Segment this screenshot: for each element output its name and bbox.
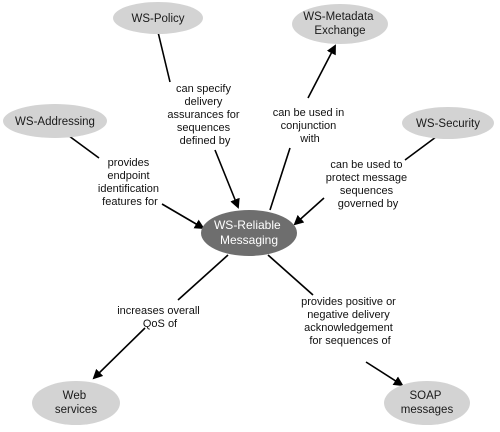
edge-security-line-upper [404, 133, 441, 161]
edge-label-policy: can specify delivery assurances for sequ… [167, 83, 242, 147]
node-ws-policy-label: WS-Policy [131, 13, 184, 25]
svg-text:SOAP messages: SOAP messages [401, 390, 454, 416]
edge-label-addressing: provides endpoint identification feature… [98, 157, 162, 208]
edge-soap-line-upper [267, 254, 314, 296]
edge-label-metadata-line3: with [299, 133, 320, 145]
edge-label-addressing-line1: provides [108, 157, 150, 169]
edge-label-policy-line1: can specify [176, 83, 232, 95]
edge-label-metadata: can be used in conjunction with [273, 107, 348, 145]
edge-label-soap-line1: provides positive or [301, 296, 396, 308]
edge-security-line-lower [293, 197, 325, 226]
edge-label-soap: provides positive or negative delivery a… [301, 296, 399, 347]
edge-label-policy-line3: assurances for [167, 109, 239, 121]
edge-label-addressing-line3: identification [98, 183, 159, 195]
node-ws-reliable-messaging-label-line2: Messaging [220, 233, 278, 247]
node-ws-addressing-label: WS-Addressing [15, 116, 95, 128]
node-web-services-label-line1: Web [63, 390, 86, 402]
edge-label-security-line1: can be used to [330, 159, 402, 171]
node-web-services: Web services [32, 381, 120, 425]
edge-lines [64, 31, 441, 387]
node-ws-metadata-exchange: WS-Metadata Exchange [292, 4, 388, 44]
node-web-services-label-line2: services [55, 404, 97, 416]
edge-label-web-services-line2: QoS of [143, 318, 178, 330]
edge-label-metadata-line2: conjunction [281, 120, 337, 132]
node-ws-reliable-messaging-shape [201, 210, 297, 256]
node-ws-reliable-messaging: WS-Reliable Messaging [201, 210, 297, 256]
edge-policy-line-upper [157, 31, 171, 83]
node-ws-security-shape [402, 107, 494, 139]
node-ws-security: WS-Security [402, 107, 494, 139]
edge-label-security-line2: protect message [326, 172, 407, 184]
node-ws-policy-shape [113, 2, 203, 34]
svg-text:Web services: Web services [55, 390, 97, 416]
node-ws-security-label: WS-Security [416, 118, 480, 130]
edge-label-addressing-line2: endpoint [107, 170, 149, 182]
node-ws-addressing: WS-Addressing [3, 104, 107, 138]
edge-label-soap-line3: acknowledgement [304, 322, 393, 334]
node-soap-messages: SOAP messages [384, 381, 470, 425]
svg-text:WS-Policy: WS-Policy [131, 13, 184, 25]
edge-label-soap-line4: for sequences of [309, 335, 391, 347]
edge-label-web-services-line1: increases overall [117, 305, 200, 317]
edge-label-policy-line4: sequences [177, 122, 231, 134]
node-ws-reliable-messaging-label-line1: WS-Reliable [214, 218, 281, 232]
edge-label-soap-line2: negative delivery [307, 309, 390, 321]
edge-label-policy-line2: delivery [185, 96, 223, 108]
node-ws-metadata-exchange-label-line1: WS-Metadata [303, 11, 374, 23]
node-ws-addressing-shape [3, 104, 107, 138]
edge-web-services-line-upper [177, 254, 229, 301]
edge-web-services-line-lower [92, 327, 146, 380]
edge-label-policy-line5: defined by [180, 135, 231, 147]
edge-label-addressing-line4: features for [102, 196, 158, 208]
edge-addressing-line-lower [161, 203, 205, 230]
edge-label-security-line4: governed by [338, 198, 399, 210]
edge-label-web-services: increases overall QoS of [117, 305, 203, 330]
edge-metadata-line-lower [269, 147, 291, 211]
svg-text:WS-Security: WS-Security [416, 118, 480, 130]
svg-text:WS-Addressing: WS-Addressing [15, 116, 95, 128]
edge-label-metadata-line1: can be used in [273, 107, 345, 119]
edge-metadata-line-upper [307, 44, 336, 99]
svg-text:WS-Metadata Exchange: WS-Metadata Exchange [303, 11, 377, 37]
edge-policy-line-lower [214, 149, 240, 209]
edge-soap-line-lower [365, 361, 404, 387]
node-soap-messages-label-line1: SOAP [410, 390, 442, 402]
node-soap-messages-label-line2: messages [401, 404, 454, 416]
edge-label-security: can be used to protect message sequences… [326, 159, 410, 210]
edge-label-security-line3: sequences [340, 185, 394, 197]
node-ws-policy: WS-Policy [113, 2, 203, 34]
node-ws-metadata-exchange-shape [292, 4, 388, 44]
node-web-services-shape [32, 381, 120, 425]
svg-text:WS-Reliable Messaging: WS-Reliable Messaging [214, 218, 284, 247]
node-soap-messages-shape [384, 381, 470, 425]
node-ws-metadata-exchange-label-line2: Exchange [314, 25, 365, 37]
